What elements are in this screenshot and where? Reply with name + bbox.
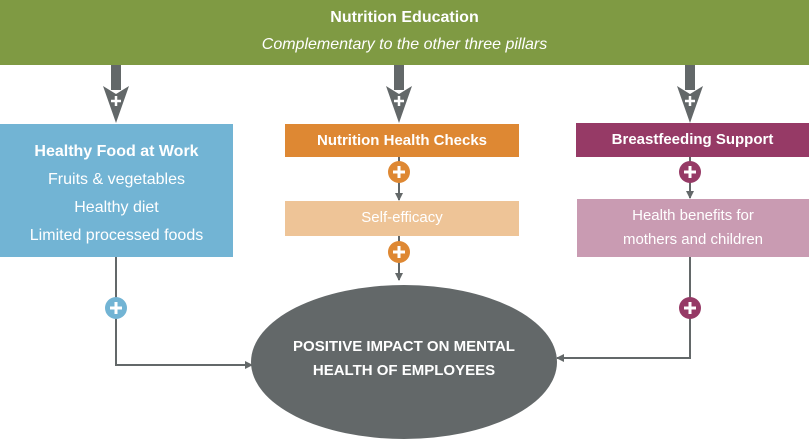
food-item: Fruits & vegetables	[48, 171, 185, 188]
benefits-line: Health benefits for	[632, 207, 754, 224]
connector-food	[115, 257, 253, 369]
breastfeeding-box: Breastfeeding Support	[576, 123, 809, 157]
plus-icon	[388, 161, 410, 183]
outcome-text: POSITIVE IMPACT ON MENTAL HEALTH OF EMPL…	[252, 335, 556, 383]
outcome-line: POSITIVE IMPACT ON MENTAL	[293, 338, 515, 355]
outcome-ellipse	[251, 285, 557, 439]
self-efficacy-box: Self-efficacy	[285, 201, 519, 236]
plus-icon	[105, 297, 127, 319]
outcome-line: HEALTH OF EMPLOYEES	[312, 362, 496, 379]
food-item: Healthy diet	[74, 199, 159, 216]
benefits-line: mothers and children	[622, 231, 764, 248]
banner-title: Nutrition Education	[330, 9, 479, 26]
health-checks-box: Nutrition Health Checks	[285, 124, 519, 157]
plus-icon	[679, 297, 701, 319]
connector-benefits	[556, 257, 691, 362]
nutrition-education-banner: Nutrition Education Complementary to the…	[0, 0, 809, 65]
banner-subtitle: Complementary to the other three pillars	[261, 36, 548, 53]
big-arrow-left	[103, 65, 129, 123]
big-arrow-center	[386, 65, 412, 123]
health-benefits-box: Health benefits for mothers and children	[577, 199, 809, 257]
plus-icon	[679, 161, 701, 183]
big-arrow-right	[677, 65, 703, 123]
healthy-food-title: Healthy Food at Work	[34, 143, 199, 160]
plus-icon	[388, 241, 410, 263]
healthy-food-box: Healthy Food at Work Fruits & vegetables…	[0, 124, 233, 257]
food-item: Limited processed foods	[29, 227, 204, 244]
